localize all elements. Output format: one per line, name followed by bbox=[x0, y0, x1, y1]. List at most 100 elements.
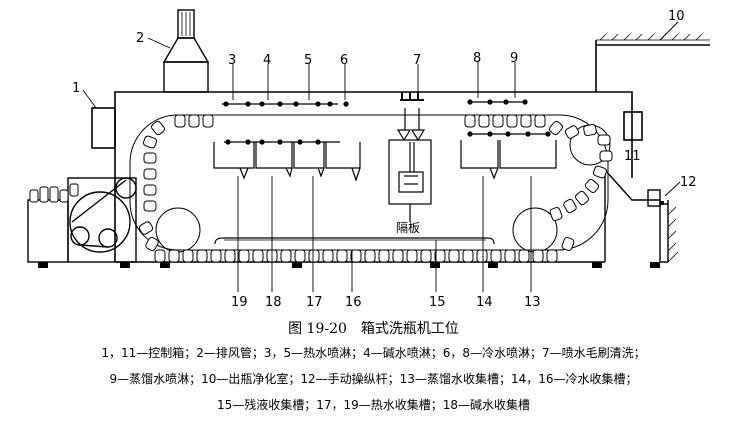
bottle-carrier bbox=[392, 249, 404, 263]
bottle-carrier bbox=[478, 114, 490, 128]
bottle-carrier bbox=[597, 134, 611, 146]
hand-lever-knob bbox=[660, 201, 664, 205]
bottle-carrier bbox=[506, 114, 518, 128]
infeed-unit bbox=[27, 177, 137, 263]
bottle-carrier bbox=[448, 249, 460, 263]
callout-2: 2 bbox=[136, 31, 144, 46]
callout-18: 18 bbox=[265, 295, 282, 310]
bottle-carrier bbox=[406, 249, 418, 263]
hatch-roof bbox=[599, 33, 703, 41]
bottle-carrier bbox=[492, 114, 504, 128]
exhaust-pipe bbox=[162, 9, 210, 93]
machine-feet bbox=[38, 262, 660, 268]
bottle-carrier bbox=[364, 249, 376, 263]
callout-8: 8 bbox=[473, 51, 481, 66]
washer-diagram: 1 2 3 4 5 6 7 8 9 10 11 12 13 14 15 16 1… bbox=[27, 9, 710, 310]
callout-11: 11 bbox=[624, 149, 641, 164]
bottle-carrier bbox=[563, 198, 577, 214]
partition-label: 隔板 bbox=[396, 221, 420, 235]
bottle-carrier bbox=[210, 249, 222, 263]
drive-sprocket-left bbox=[155, 207, 201, 253]
legend-line-2: 9—蒸馏水喷淋；10—出瓶净化室；12—手动操纵杆；13—蒸馏水收集槽；14，1… bbox=[109, 372, 638, 386]
callout-19: 19 bbox=[231, 295, 248, 310]
bottle-carrier bbox=[599, 150, 613, 162]
bottle-carrier bbox=[378, 249, 390, 263]
brush-top-mount bbox=[400, 92, 424, 101]
callout-5: 5 bbox=[304, 53, 312, 68]
bottle-carrier bbox=[462, 249, 474, 263]
figure-caption: 图 19-20 箱式洗瓶机工位 bbox=[0, 318, 747, 338]
bottle-carrier bbox=[583, 124, 597, 136]
outlet-section bbox=[604, 168, 669, 263]
bottle-carrier bbox=[504, 249, 516, 263]
bottle-carrier bbox=[143, 152, 157, 164]
brush-station bbox=[388, 108, 432, 205]
callout-4: 4 bbox=[263, 53, 271, 68]
bottle-carrier bbox=[546, 249, 558, 263]
figure-title: 箱式洗瓶机工位 bbox=[360, 321, 459, 337]
spray-headers bbox=[222, 99, 528, 107]
callout-3: 3 bbox=[228, 53, 236, 68]
bottle-carrier bbox=[564, 125, 580, 139]
bottle-carrier bbox=[238, 249, 250, 263]
bottle-carrier bbox=[549, 120, 563, 136]
bottle-carrier bbox=[294, 249, 306, 263]
residue-tank bbox=[214, 237, 495, 245]
bottle-carrier bbox=[532, 249, 544, 263]
callout-10: 10 bbox=[668, 9, 685, 24]
bottle-carrier bbox=[224, 249, 236, 263]
figure-number: 图 19-20 bbox=[288, 321, 347, 337]
callout-6: 6 bbox=[340, 53, 348, 68]
callout-12: 12 bbox=[680, 175, 697, 190]
callout-9: 9 bbox=[510, 51, 518, 66]
callout-15: 15 bbox=[429, 295, 446, 310]
bottle-carrier bbox=[584, 179, 600, 193]
bottle-carrier bbox=[143, 184, 157, 196]
bottles-in-feed bbox=[29, 183, 79, 203]
callout-16: 16 bbox=[345, 295, 362, 310]
bottle-carrier bbox=[143, 168, 157, 180]
bottle-carrier bbox=[520, 114, 532, 128]
bottle-carrier bbox=[464, 114, 476, 128]
bottle-carrier bbox=[151, 120, 165, 136]
lower-spray-headers bbox=[224, 131, 551, 145]
bottle-carrier bbox=[174, 114, 186, 128]
bottle-carrier bbox=[434, 249, 446, 263]
bottle-carrier bbox=[138, 221, 154, 235]
bottle-carrier bbox=[308, 249, 320, 263]
chain-track bbox=[129, 114, 609, 251]
hatch-right-wall bbox=[667, 206, 679, 263]
bottle-carrier bbox=[322, 249, 334, 263]
bottle-carrier bbox=[336, 249, 348, 263]
callout-7: 7 bbox=[413, 53, 421, 68]
leader-lines bbox=[82, 21, 681, 292]
bottle-carrier bbox=[182, 249, 194, 263]
bottle-carrier bbox=[476, 249, 488, 263]
bottle-carrier bbox=[490, 249, 502, 263]
callout-1: 1 bbox=[72, 81, 80, 96]
callout-17: 17 bbox=[306, 295, 323, 310]
legend-line-1: 1，11—控制箱；2—排风管；3，5—热水喷淋；4—碱水喷淋；6，8—冷水喷淋；… bbox=[101, 346, 646, 360]
bottle-carrier bbox=[202, 114, 214, 128]
bottle-carrier bbox=[280, 249, 292, 263]
bottle-carrier bbox=[518, 249, 530, 263]
legend-line-3: 15—残液收集槽；17，19—热水收集槽；18—碱水收集槽 bbox=[216, 398, 531, 412]
bottle-carrier bbox=[534, 114, 546, 128]
callout-14: 14 bbox=[476, 295, 493, 310]
bottle-carrier bbox=[252, 249, 264, 263]
bottle-carrier bbox=[196, 249, 208, 263]
bottle-carrier bbox=[154, 249, 166, 263]
bottle-carrier bbox=[168, 249, 180, 263]
bottle-carrier bbox=[145, 236, 159, 252]
bottle-carriers bbox=[138, 114, 613, 263]
bottle-carrier bbox=[561, 236, 575, 252]
bottle-carrier bbox=[143, 200, 157, 212]
bottle-carrier bbox=[188, 114, 200, 128]
bottle-carrier bbox=[575, 190, 589, 206]
bottle-carrier bbox=[142, 135, 158, 149]
bottle-carrier bbox=[350, 249, 362, 263]
callout-13: 13 bbox=[524, 295, 541, 310]
bottle-carrier bbox=[549, 206, 563, 222]
upper-tanks bbox=[213, 140, 557, 182]
bottle-carrier bbox=[592, 165, 608, 179]
